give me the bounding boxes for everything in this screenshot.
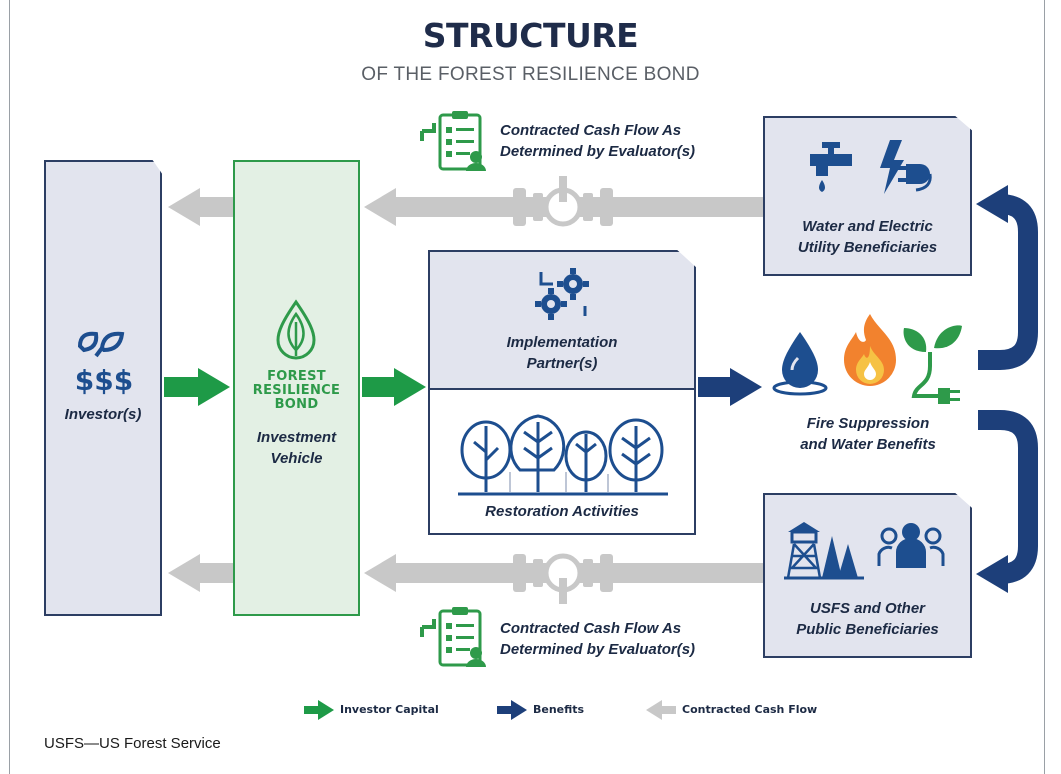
seedling-dollar-icon: $$$: [75, 331, 133, 397]
investor-label: Investor(s): [64, 406, 142, 423]
frame-left-border: [9, 0, 10, 774]
checklist-icon-bottom: [420, 607, 486, 667]
faucet-icon: [810, 142, 852, 192]
water-utility-box: [763, 116, 972, 276]
bond-line-1: Investment: [256, 429, 337, 446]
flame-icon: [844, 314, 896, 386]
benefits-line-1: Fire Suppression: [806, 415, 930, 432]
bond-box: [233, 160, 360, 616]
page-subtitle: OF THE FOREST RESILIENCE BOND: [361, 64, 700, 85]
benefits-arrow-to-outcomes: [698, 368, 762, 406]
water-utility-line-2: Utility Beneficiaries: [797, 239, 938, 256]
bottom-cash-flow-pipe: [364, 553, 764, 604]
watchtower-icon: [784, 522, 864, 580]
legend-navy-arrow-icon: [497, 700, 527, 720]
checklist-icon-top: [420, 111, 486, 171]
usfs-label: USFS and Other Public Beneficiaries: [763, 598, 972, 640]
implementation-box: [428, 250, 696, 535]
leaf-drop-icon: [276, 299, 316, 360]
bond-name-line-3: BOND: [274, 397, 319, 412]
legend-benefits: Benefits: [533, 703, 585, 716]
bond-name-line-2: RESILIENCE: [252, 383, 341, 398]
gears-icon: [535, 268, 589, 320]
bond-line-2: Vehicle: [270, 450, 323, 467]
benefits-label: Fire Suppression and Water Benefits: [762, 413, 974, 455]
implementation-label: Implementation Partner(s): [428, 332, 696, 374]
footnote: USFS—US Forest Service: [44, 735, 221, 752]
legend-gray-arrow-icon: [646, 700, 676, 720]
benefits-arrow-to-water-utility: [976, 185, 1038, 370]
trees-icon: [458, 414, 668, 496]
usfs-line-2: Public Beneficiaries: [796, 621, 939, 638]
implementation-header: [430, 252, 694, 390]
restoration-label: Restoration Activities: [485, 503, 639, 520]
benefits-line-2: and Water Benefits: [800, 436, 936, 453]
page-title: STRUCTURE: [422, 16, 639, 55]
people-icon: [877, 523, 945, 568]
top-cash-flow-arrow-to-investor: [168, 188, 233, 226]
water-drop-icon: [772, 332, 828, 396]
cash-flow-top-line-2: Determined by Evaluator(s): [500, 143, 696, 160]
water-utility-line-1: Water and Electric: [802, 218, 933, 235]
cash-flow-label-bottom: Contracted Cash Flow As Determined by Ev…: [500, 618, 695, 660]
bond-name-line-1: FOREST: [267, 369, 326, 384]
legend-contracted-cash-flow: Contracted Cash Flow: [682, 703, 818, 716]
cash-flow-bottom-line-2: Determined by Evaluator(s): [500, 641, 696, 658]
plug-bolt-icon: [880, 140, 932, 194]
frame-right-border: [1044, 0, 1045, 774]
investor-box: [44, 160, 162, 616]
bond-vehicle-label: Investment Vehicle: [233, 427, 360, 469]
cash-flow-label-top: Contracted Cash Flow As Determined by Ev…: [500, 120, 695, 162]
benefits-arrow-to-usfs: [976, 410, 1038, 593]
svg-text:$$$: $$$: [75, 364, 133, 397]
bottom-cash-flow-arrow-to-investor: [168, 554, 233, 592]
capital-arrow-investor-to-bond: [164, 368, 230, 406]
cash-flow-bottom-line-1: Contracted Cash Flow As: [500, 620, 682, 637]
sprout-plug-icon: [903, 325, 962, 404]
legend-green-arrow-icon: [304, 700, 334, 720]
usfs-line-1: USFS and Other: [809, 600, 925, 617]
legend-investor-capital: Investor Capital: [340, 703, 439, 716]
implementation-line-1: Implementation: [506, 334, 618, 351]
top-cash-flow-pipe: [364, 176, 764, 227]
usfs-box: [763, 493, 972, 658]
capital-arrow-bond-to-implementation: [362, 368, 426, 406]
bond-name: FOREST RESILIENCE BOND: [233, 370, 360, 412]
implementation-line-2: Partner(s): [526, 355, 598, 372]
cash-flow-top-line-1: Contracted Cash Flow As: [500, 122, 682, 139]
water-utility-label: Water and Electric Utility Beneficiaries: [763, 216, 972, 258]
